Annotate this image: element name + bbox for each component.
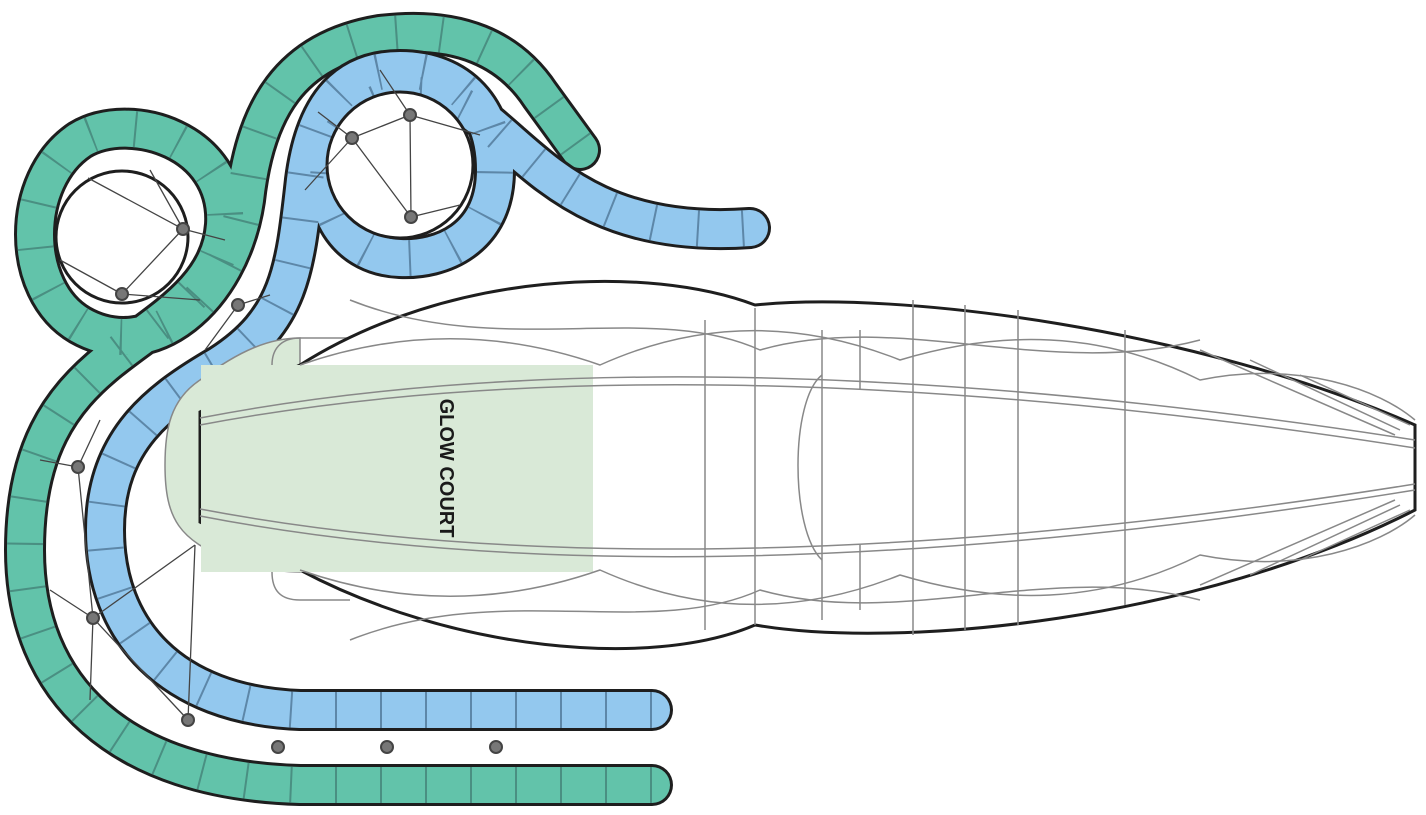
court-lines [199, 299, 1416, 641]
court-label: GLOW COURT [435, 399, 457, 538]
glow-court-area [201, 365, 593, 572]
green-tube [4, 11, 673, 806]
loop-hole-left [54, 169, 190, 305]
wire-nodes [71, 108, 503, 754]
loop-hole-right [325, 90, 475, 240]
